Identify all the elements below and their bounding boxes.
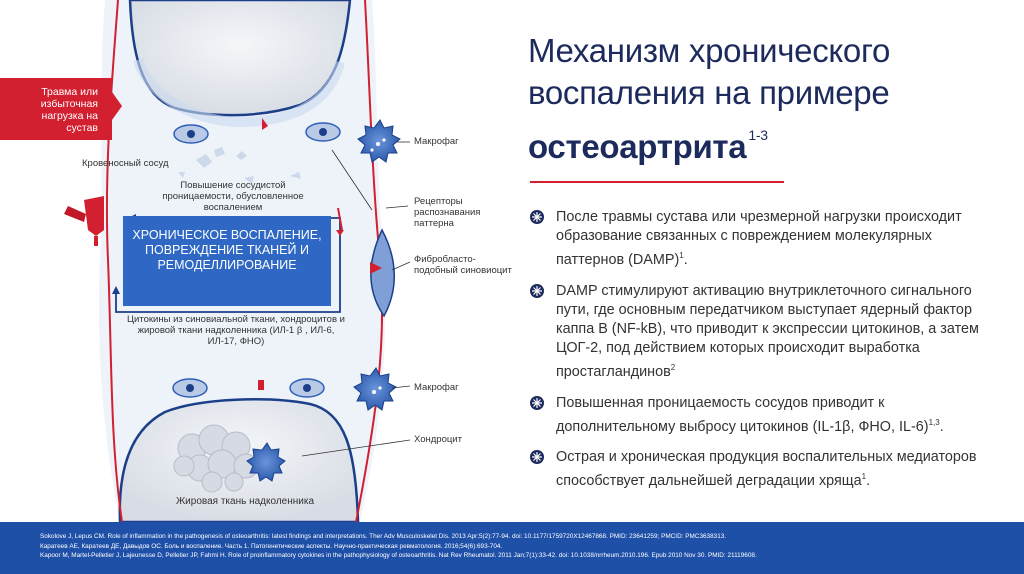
cross-bullet-icon — [530, 395, 544, 410]
synoviocyte-cell — [370, 228, 395, 318]
macrophage-top-label: Макрофаг — [414, 136, 459, 147]
reference-item: Каратеев АЕ, Каратеев ДЕ, Давыдов ОС. Бо… — [40, 542, 503, 550]
cross-bullet-icon — [530, 283, 544, 298]
bullet-text: Повышенная проницаемость сосудов приводи… — [556, 394, 929, 435]
bullet-text: После травмы сустава или чрезмерной нагр… — [556, 209, 962, 268]
arrow-right-icon — [112, 92, 122, 120]
title-line-2: воспаления на примере — [528, 74, 890, 111]
fibroblast-label: Фибробласто-подобный синовиоцит — [414, 254, 512, 276]
chronic-inflammation-box: ХРОНИЧЕСКОЕ ВОСПАЛЕНИЕ, ПОВРЕЖДЕНИЕ ТКАН… — [123, 216, 331, 306]
title-line-1: Механизм хронического — [528, 32, 891, 69]
title-keyword: остеоартрита — [528, 128, 747, 165]
page-title: Механизм хронического воспаления на прим… — [528, 30, 998, 168]
bullet-reference: 1 — [679, 251, 684, 260]
macrophage-bottom-label: Макрофаг — [414, 382, 459, 393]
fat-tissue — [173, 424, 286, 493]
fat-tissue-label: Жировая ткань надколенника — [175, 496, 315, 507]
chondrocyte-label: Хондроцит — [414, 434, 462, 445]
trauma-label: Травма или избыточная нагрузка на сустав — [40, 86, 98, 134]
bullet-item: Острая и хроническая продукция воспалите… — [528, 448, 988, 491]
bullet-tail: . — [939, 418, 944, 435]
blood-vessel — [64, 196, 104, 246]
chronic-inflammation-label: ХРОНИЧЕСКОЕ ВОСПАЛЕНИЕ, ПОВРЕЖДЕНИЕ ТКАН… — [132, 228, 322, 272]
cross-bullet-icon — [530, 210, 544, 224]
bullet-text: DAMP стимулируют активацию внутриклеточн… — [556, 282, 979, 380]
bullet-list: После травмы сустава или чрезмерной нагр… — [528, 208, 988, 503]
cytokines-label: Цитокины из синовиальной ткани, хондроци… — [127, 314, 345, 347]
references-footer: Sokolove J, Lepus CM. Role of inflammati… — [0, 522, 1024, 574]
references-list: Sokolove J, Lepus CM. Role of inflammati… — [40, 532, 1000, 561]
title-reference: 1-3 — [748, 127, 768, 143]
reference-item: Sokolove J, Lepus CM. Role of inflammati… — [40, 533, 727, 540]
permeability-label: Повышение сосудистой проницаемости, обус… — [162, 180, 304, 213]
trauma-callout: Травма или избыточная нагрузка на сустав — [0, 78, 112, 140]
joint-diagram: Травма или избыточная нагрузка на сустав… — [0, 0, 520, 524]
bullet-item: DAMP стимулируют активацию внутриклеточн… — [528, 282, 988, 382]
bullet-text: Острая и хроническая продукция воспалите… — [556, 449, 977, 490]
bullet-reference: 2 — [670, 362, 676, 372]
cross-bullet-icon — [530, 450, 544, 465]
receptors-label: Рецепторы распознавания паттерна — [414, 196, 481, 229]
bullet-tail: . — [866, 473, 871, 490]
bullet-tail: . — [683, 251, 688, 268]
bullet-item: После травмы сустава или чрезмерной нагр… — [528, 208, 988, 270]
bullet-reference: 1,3 — [928, 417, 940, 427]
reference-item: Kapoor M, Martel-Pelletier J, Lajeunesse… — [40, 552, 757, 559]
bullet-reference: 1 — [861, 472, 867, 482]
title-divider — [530, 181, 784, 183]
macrophage-cell-bottom — [353, 367, 397, 411]
vessel-label: Кровеносный сосуд — [82, 158, 169, 169]
macrophage-cell-top — [357, 119, 401, 163]
bullet-item: Повышенная проницаемость сосудов приводи… — [528, 394, 988, 437]
